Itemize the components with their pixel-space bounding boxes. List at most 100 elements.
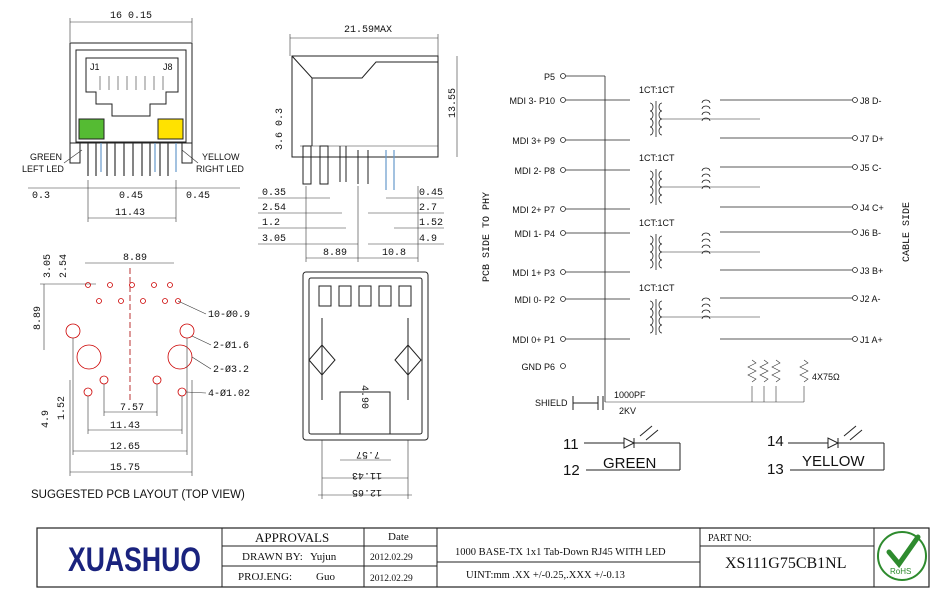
led-green-label: GREEN xyxy=(603,455,656,472)
front-dim-11.43: 11.43 xyxy=(115,208,145,219)
side-right-dim-1: 2.7 xyxy=(419,203,437,214)
pcb-bottom-dim-4: 15.75 xyxy=(110,463,140,474)
pin-j8-label: J8 xyxy=(163,62,173,72)
pcb-hole-10: 10-Ø0.9 xyxy=(208,309,250,321)
side-length-dim: 21.59MAX xyxy=(344,25,392,36)
front-dim-0.45-a: 0.45 xyxy=(119,191,143,202)
part-no-label: PART NO: xyxy=(708,533,752,544)
left-pin-label: MDI 2- P8 xyxy=(514,166,555,176)
drawn-date: 2012.02.29 xyxy=(370,553,413,563)
yellow-led-label: YELLOW xyxy=(202,152,240,162)
left-pin-label: MDI 0+ P1 xyxy=(512,335,555,345)
shield-label: SHIELD xyxy=(535,398,568,408)
side-dim-3.6: 3.6 0.3 xyxy=(275,108,286,150)
resistor-label: 4X75Ω xyxy=(812,372,840,382)
rohs-label: RoHS xyxy=(890,567,911,576)
pcb-hole-16: 2-Ø1.6 xyxy=(213,340,249,352)
led-yellow-pin-a: 14 xyxy=(767,433,784,450)
transformers: 1CT:1CT 1CT:1CT 1CT:1CT 1CT:1CT xyxy=(639,85,760,335)
pcb-hole-102: 4-Ø1.02 xyxy=(208,388,250,400)
left-pin-label: MDI 2+ P7 xyxy=(512,205,555,215)
pcb-top-dim: 8.89 xyxy=(123,253,147,264)
pcb-hole-32: 2-Ø3.2 xyxy=(213,364,249,376)
side-bottom-dim-b: 10.8 xyxy=(382,248,406,259)
bottom-view: 4.90 7.57 11.43 12.65 xyxy=(302,271,429,499)
rohs-badge: RoHS xyxy=(877,531,927,581)
transformer-ratio: 1CT:1CT xyxy=(639,218,675,228)
left-led-label: LEFT LED xyxy=(22,164,64,174)
part-number: XS111G75CB1NL xyxy=(725,555,847,572)
right-pin-label: J7 D+ xyxy=(860,134,884,144)
bottom-dim-12.65: 12.65 xyxy=(352,486,382,497)
side-left-dim-1: 2.54 xyxy=(262,203,286,214)
drawn-by-label: DRAWN BY: xyxy=(242,551,303,563)
check-icon xyxy=(886,534,921,569)
unit-tolerance: UINT:mm .XX +/-0.25,.XXX +/-0.13 xyxy=(466,570,625,581)
cap-label: 1000PF xyxy=(614,390,646,400)
front-view: 16 0.15 J1 J8 G xyxy=(22,11,244,222)
pcb-bottom-dim-1: 7.57 xyxy=(120,403,144,414)
side-left-dim-0: 0.35 xyxy=(262,188,286,199)
approvals-header: APPROVALS xyxy=(255,530,329,545)
right-pin-label: J3 B+ xyxy=(860,266,883,276)
pcb-v1-dim: 3.05 xyxy=(43,254,54,278)
bottom-dim-7.57: 7.57 xyxy=(356,448,380,459)
cap-voltage-label: 2KV xyxy=(619,406,636,416)
right-pin-label: J8 D- xyxy=(860,96,882,106)
side-bottom-dim-a: 8.89 xyxy=(323,248,347,259)
pcb-caption: SUGGESTED PCB LAYOUT (TOP VIEW) xyxy=(31,489,245,501)
led-green-pin-b: 12 xyxy=(563,462,580,479)
pcb-l2-dim: 1.52 xyxy=(57,396,68,420)
right-pin-label: J5 C- xyxy=(860,163,882,173)
bottom-dim-4.90: 4.90 xyxy=(358,385,369,409)
right-pin-label: J2 A- xyxy=(860,294,881,304)
led-yellow-label: YELLOW xyxy=(802,453,865,470)
transformer-ratio: 1CT:1CT xyxy=(639,283,675,293)
proj-date: 2012.02.29 xyxy=(370,574,413,584)
bottom-dim-11.43: 11.43 xyxy=(352,469,382,480)
right-pin-labels: J8 D- J7 D+ J5 C- J4 C+ J6 B- J3 B+ J2 A- J1 A+ xyxy=(720,96,884,345)
front-dim-0.3: 0.3 xyxy=(32,191,50,202)
green-led-label: GREEN xyxy=(30,152,62,162)
yellow-led xyxy=(157,118,184,140)
pcb-bottom-dim-2: 11.43 xyxy=(110,421,140,432)
drawn-by-name: Yujun xyxy=(310,551,337,563)
pin-j1-label: J1 xyxy=(90,62,100,72)
brand-logo: XUASHUO xyxy=(68,541,201,579)
side-left-dim-3: 3.05 xyxy=(262,234,286,245)
side-right-dim-2: 1.52 xyxy=(419,218,443,229)
side-right-dim-0: 0.45 xyxy=(419,188,443,199)
transformer-ratio: 1CT:1CT xyxy=(639,153,675,163)
right-pin-label: J1 A+ xyxy=(860,335,883,345)
side-right-dim-3: 4.9 xyxy=(419,234,437,245)
led-green-pin-a: 11 xyxy=(563,436,579,453)
left-pin-label: MDI 0- P2 xyxy=(514,295,555,305)
side-view: 21.59MAX 13.55 3.6 0.3 0.35 2.54 1.2 3.0… xyxy=(258,25,459,262)
pcb-layout: 8.89 3.05 2.54 8.89 10-Ø0.9 2-Ø1.6 2-Ø3.… xyxy=(31,253,250,501)
right-pin-label: J6 B- xyxy=(860,228,881,238)
pcb-side-label: PCB SIDE TO PHY xyxy=(482,192,493,282)
title-block: XUASHUO APPROVALS Date DRAWN BY: Yujun 2… xyxy=(36,527,930,588)
description: 1000 BASE-TX 1x1 Tab-Down RJ45 WITH LED xyxy=(455,547,666,558)
front-width-dim: 16 0.15 xyxy=(110,11,152,22)
proj-eng-name: Guo xyxy=(316,571,335,583)
right-pin-label: J4 C+ xyxy=(860,203,884,213)
right-led-label: RIGHT LED xyxy=(196,164,244,174)
pcb-l1-dim: 4.9 xyxy=(41,410,52,428)
proj-eng-label: PROJ.ENG: xyxy=(238,571,292,583)
green-led xyxy=(78,118,105,140)
pcb-v2-dim: 2.54 xyxy=(59,254,70,278)
left-pin-label: MDI 1- P4 xyxy=(514,229,555,239)
side-height-dim: 13.55 xyxy=(448,88,459,118)
left-pin-label: GND P6 xyxy=(521,362,555,372)
front-dim-0.45-b: 0.45 xyxy=(186,191,210,202)
date-header: Date xyxy=(388,531,409,543)
cable-side-label: CABLE SIDE xyxy=(902,202,913,262)
left-pin-label: MDI 1+ P3 xyxy=(512,268,555,278)
transformer-ratio: 1CT:1CT xyxy=(639,85,675,95)
side-left-dim-2: 1.2 xyxy=(262,218,280,229)
led-yellow-pin-b: 13 xyxy=(767,461,784,478)
left-pin-label: P5 xyxy=(544,72,555,82)
